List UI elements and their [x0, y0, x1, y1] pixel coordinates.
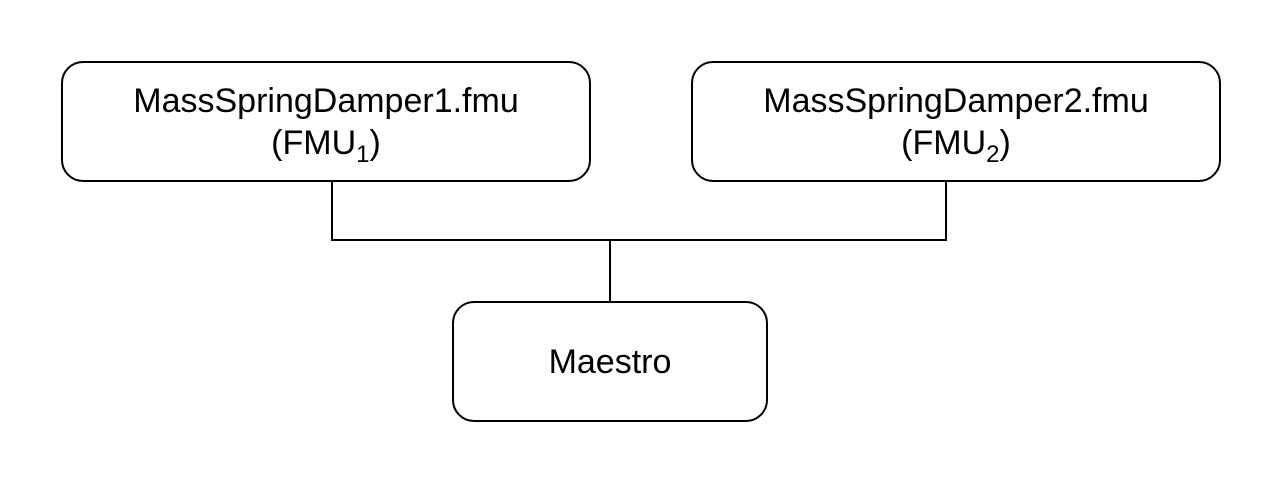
- maestro-title: Maestro: [548, 342, 672, 381]
- fmu1-node: MassSpringDamper1.fmu (FMU1): [61, 61, 591, 182]
- fmu1-alias-open: (FMU: [271, 123, 357, 162]
- fmu2-alias-close: ): [999, 123, 1011, 162]
- fmu2-node: MassSpringDamper2.fmu (FMU2): [691, 61, 1221, 182]
- maestro-node: Maestro: [452, 301, 768, 422]
- fmu1-alias-close: ): [369, 123, 381, 162]
- fmu2-alias-subscript: 2: [986, 140, 1000, 168]
- fmu2-alias: (FMU2): [901, 122, 1011, 167]
- fmu2-alias-open: (FMU: [901, 123, 987, 162]
- fmu1-alias-subscript: 1: [356, 140, 370, 168]
- fmu1-title: MassSpringDamper1.fmu: [133, 81, 519, 120]
- fmu2-title: MassSpringDamper2.fmu: [763, 81, 1149, 120]
- fmu1-alias: (FMU1): [271, 122, 381, 167]
